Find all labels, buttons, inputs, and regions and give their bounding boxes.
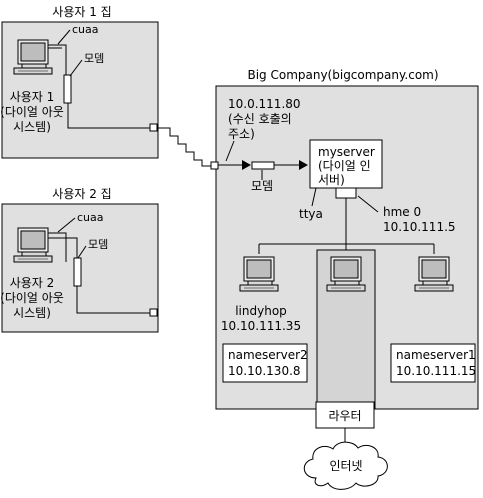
- nameserver1-box: [390, 343, 476, 383]
- server-line3: 서버): [318, 173, 345, 187]
- company-port: [210, 161, 219, 170]
- ns1-ip: 10.10.111.15: [396, 364, 476, 378]
- home2-cuaa-label: cuaa: [77, 211, 104, 224]
- dialin-line2: (수신 호출의: [228, 112, 292, 126]
- dialin-line3: 주소): [228, 127, 255, 141]
- home2-zone: 사용자 2 집 cuaa 모뎀 사용자 2 (다이얼 아웃 시스템): [0, 187, 159, 333]
- nameserver2-box: [222, 343, 308, 383]
- internet-label: 인터넷: [329, 459, 362, 473]
- server-line2: (다이얼 인: [318, 159, 371, 173]
- home2-modem-label: 모뎀: [88, 238, 108, 251]
- home1-user-line2: (다이얼 아웃: [0, 105, 64, 119]
- lindyhop-ip: 10.10.111.35: [221, 319, 301, 333]
- company-title: Big Company(bigcompany.com): [247, 68, 438, 82]
- middle-computer-icon-front: [326, 256, 366, 292]
- router-label: 라우터: [328, 409, 361, 423]
- company-modem-icon: [251, 161, 275, 170]
- home1-title: 사용자 1 집: [52, 5, 111, 19]
- phone-line: [157, 127, 213, 167]
- dialin-ip: 10.0.111.80: [228, 97, 301, 111]
- home2-title: 사용자 2 집: [52, 187, 111, 201]
- ttya-label: ttya: [299, 207, 323, 221]
- home1-computer-icon: [13, 39, 53, 75]
- server-base: [335, 187, 357, 199]
- home1-user-line1: 사용자 1: [10, 90, 55, 104]
- company-zone: Big Company(bigcompany.com) 10.0.111.80 …: [210, 68, 479, 429]
- right-computer-icon: [414, 256, 454, 292]
- home2-computer-icon: [13, 227, 53, 263]
- ns2-ip: 10.10.130.8: [228, 364, 301, 378]
- hme-label: hme 0: [383, 205, 421, 219]
- internet-cloud-icon: [303, 441, 388, 490]
- myserver-box: [309, 139, 383, 189]
- home2-user-line1: 사용자 2: [10, 276, 55, 290]
- company-modem-label: 모뎀: [251, 179, 273, 193]
- home2-port: [149, 308, 158, 317]
- home1-modem-icon: [63, 74, 72, 104]
- home1-port: [149, 123, 158, 132]
- home1-cuaa-label: cuaa: [72, 23, 99, 36]
- home2-modem-icon: [73, 257, 82, 287]
- hme-ip: 10.10.111.5: [383, 220, 456, 234]
- home2-user-line2: (다이얼 아웃: [0, 291, 64, 305]
- ns1-name: nameserver1: [396, 348, 476, 362]
- lindyhop-name: lindyhop: [235, 304, 287, 318]
- home1-zone: 사용자 1 집 cuaa 모뎀 사용자 1 (다이얼 아웃 시스템): [0, 5, 159, 159]
- server-line1: myserver: [318, 145, 375, 159]
- lan-bus: [258, 198, 435, 254]
- router-box: [315, 401, 375, 429]
- home2-user-line3: 시스템): [13, 306, 51, 320]
- ns2-name: nameserver2: [228, 348, 308, 362]
- lindyhop-computer-icon: [239, 256, 279, 292]
- home1-modem-label: 모뎀: [84, 52, 104, 65]
- home1-user-line3: 시스템): [13, 120, 51, 134]
